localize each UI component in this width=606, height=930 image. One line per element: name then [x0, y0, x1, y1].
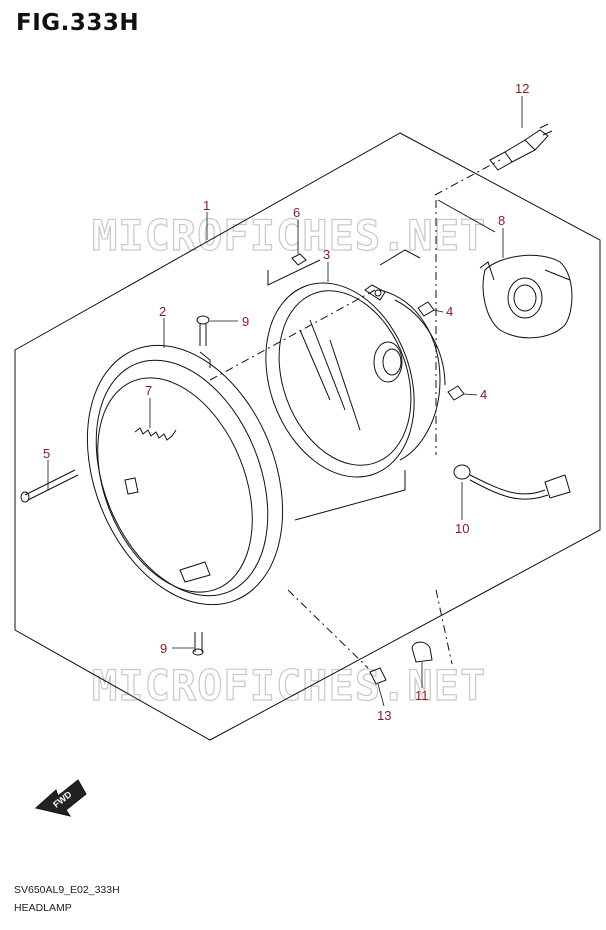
callout-4a: 4 [446, 304, 453, 319]
clip-nut-upper [417, 301, 435, 317]
position-bulb [411, 641, 433, 663]
watermark-bottom: MICROFICHES.NET [92, 661, 486, 710]
bracket-line-3 [267, 259, 321, 286]
fwd-arrow-icon: FWD [34, 779, 87, 817]
position-lamp-socket [453, 464, 571, 500]
bracket-line-lower [294, 470, 406, 521]
guide-line-13 [287, 589, 369, 669]
callout-6: 6 [293, 205, 300, 220]
guide-line-bulb [434, 159, 501, 196]
screw-9-lower [192, 632, 204, 656]
callout-12: 12 [515, 81, 529, 96]
guide-line-8 [437, 199, 496, 233]
callout-11: 11 [415, 688, 429, 703]
callout-2: 2 [159, 304, 166, 319]
callout-10: 10 [455, 521, 469, 536]
adjust-screw [20, 469, 79, 503]
callout-4b: 4 [480, 387, 487, 402]
watermark-top: MICROFICHES.NET [92, 211, 486, 260]
figure-code: SV650AL9_E02_333H [14, 884, 120, 896]
callout-13: 13 [377, 708, 391, 723]
callout-3: 3 [323, 247, 330, 262]
headlamp-rim [86, 344, 284, 606]
grommet-13 [369, 667, 387, 685]
guide-line-center [209, 289, 376, 381]
bulb-cover [479, 254, 573, 339]
nut-6 [291, 253, 307, 266]
leader-13 [377, 683, 385, 707]
screw-9-upper [196, 315, 210, 346]
callout-1: 1 [203, 198, 210, 213]
callout-5: 5 [43, 446, 50, 461]
bracket-line-3b [379, 249, 421, 266]
leader-4a [433, 309, 444, 313]
clip-nut-lower [447, 385, 465, 401]
callout-9b: 9 [160, 641, 167, 656]
callout-7: 7 [145, 383, 152, 398]
assembly-boundary [14, 132, 601, 741]
adjust-spring [134, 427, 177, 441]
leader-4b [463, 393, 478, 396]
figure-title: FIG.333H [16, 10, 140, 36]
figure-name: HEADLAMP [14, 902, 72, 914]
headlamp-bulb [489, 123, 553, 171]
callout-8: 8 [498, 213, 505, 228]
headlamp-unit [265, 282, 446, 478]
callout-9a: 9 [242, 314, 249, 329]
guide-line-11 [435, 589, 453, 665]
